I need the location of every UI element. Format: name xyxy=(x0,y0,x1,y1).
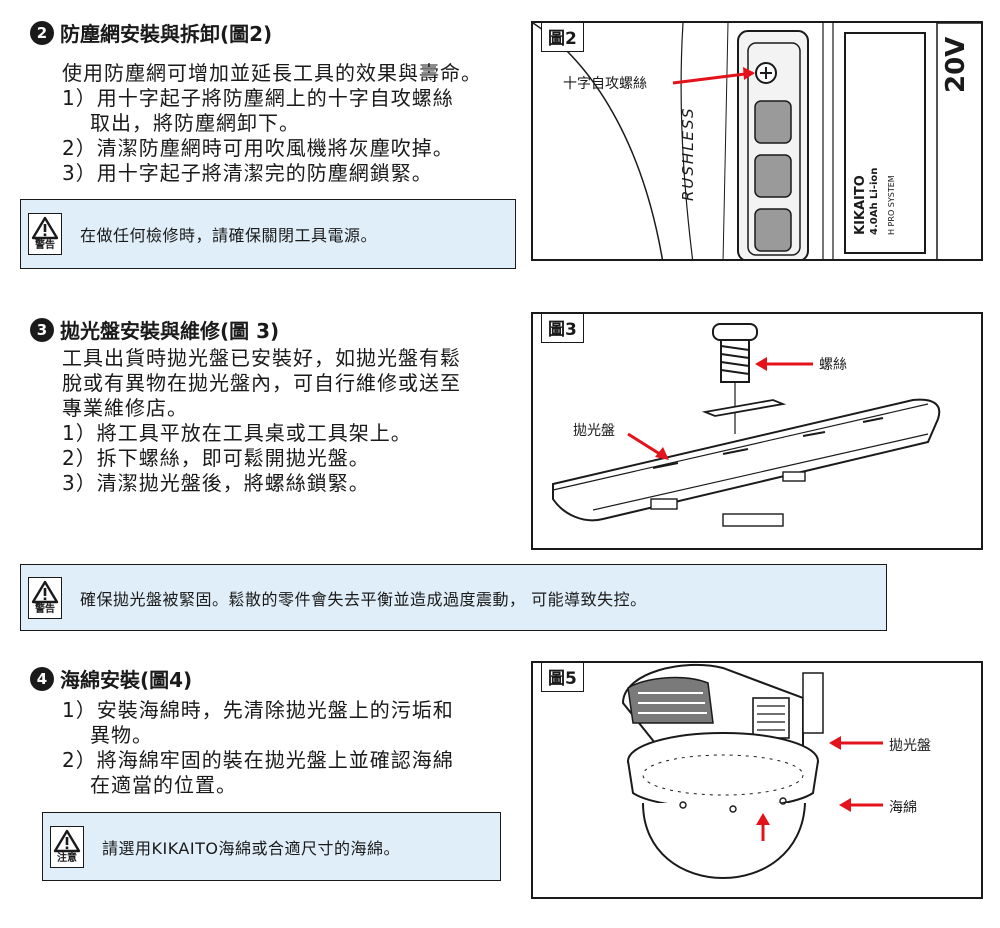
step-number-badge: 2 xyxy=(30,20,54,45)
section-2-title: 防塵網安裝與拆卸(圖2) xyxy=(60,22,273,46)
section-2-line: 2）清潔防塵網時可用吹風機將灰塵吹掉。 xyxy=(62,136,454,160)
section-4-line: 1）安裝海綿時，先清除拋光盤上的污垢和 xyxy=(62,698,454,722)
figure-5-tag: 圖5 xyxy=(541,663,584,692)
figure-2-model-text: RUSHLESS xyxy=(679,106,697,201)
warning-box: 警告 在做任何檢修時，請確保關閉工具電源。 xyxy=(20,199,516,269)
section-4-body: 1）安裝海綿時，先清除拋光盤上的污垢和 異物。 2）將海綿牢固的裝在拋光盤上並確… xyxy=(62,698,454,798)
figure-3-screw-label: 螺絲 xyxy=(819,357,847,373)
figure-2: 圖2 RUSHLESS KIKAITO 4.0Ah Li-ion H PRO S… xyxy=(531,21,983,261)
figure-3-illustration xyxy=(552,323,941,527)
section-3-line: 工具出貨時拋光盤已安裝好，如拋光盤有鬆 xyxy=(62,346,461,370)
section-2-line: 取出，將防塵網卸下。 xyxy=(90,111,300,135)
section-3-line: 脫或有異物在拋光盤內，可自行維修或送至 xyxy=(62,371,461,395)
section-2-line: 使用防塵網可增加並延長工具的效果與壽命。 xyxy=(62,61,482,85)
section-4-line: 在適當的位置。 xyxy=(90,773,237,797)
figure-3-pad-label: 拋光盤 xyxy=(573,423,615,439)
section-3-heading: 3 拋光盤安裝與維修(圖 3) xyxy=(30,315,279,344)
warning-text: 在做任何檢修時，請確保關閉工具電源。 xyxy=(80,226,378,245)
figure-2-brand-text: KIKAITO xyxy=(853,175,868,235)
figure-2-system-text: H PRO SYSTEM xyxy=(887,175,896,235)
section-3-line: 2）拆下螺絲，即可鬆開拋光盤。 xyxy=(62,446,370,470)
section-2-line: 1）用十字起子將防塵網上的十字自攻螺絲 xyxy=(62,86,454,110)
caution-box: 注意 請選用KIKAITO海綿或合適尺寸的海綿。 xyxy=(42,812,501,881)
figure-3-tag: 圖3 xyxy=(541,314,584,343)
section-3-line: 1）將工具平放在工具桌或工具架上。 xyxy=(62,421,412,445)
section-2-heading: 2 防塵網安裝與拆卸(圖2) xyxy=(30,18,272,47)
section-3-line: 專業維修店。 xyxy=(62,396,188,420)
section-4-line: 2）將海綿牢固的裝在拋光盤上並確認海綿 xyxy=(62,748,454,772)
warning-box-wide: 警告 確保拋光盤被緊固。鬆散的零件會失去平衡並造成過度震動， 可能導致失控。 xyxy=(20,564,887,631)
figure-5-sponge-label: 海綿 xyxy=(889,800,917,816)
figure-2-screw-callout: 十字自攻螺絲 xyxy=(563,76,647,92)
section-3-line: 3）清潔拋光盤後，將螺絲鎖緊。 xyxy=(62,471,370,495)
warning-label: 警告 xyxy=(35,240,55,251)
figure-5-illustration xyxy=(621,664,883,880)
caution-text: 請選用KIKAITO海綿或合適尺寸的海綿。 xyxy=(102,838,400,858)
warning-label: 警告 xyxy=(35,603,55,615)
figure-5-pad-label: 拋光盤 xyxy=(889,738,931,754)
warning-triangle-icon: 注意 xyxy=(50,825,84,868)
figure-2-tag: 圖2 xyxy=(541,23,584,52)
section-4-line: 異物。 xyxy=(90,723,153,747)
section-3-title: 拋光盤安裝與維修(圖 3) xyxy=(60,319,280,343)
warning-triangle-icon: 警告 xyxy=(28,213,62,255)
warning-triangle-icon: 警告 xyxy=(28,576,62,619)
step-number-badge: 3 xyxy=(30,317,54,342)
caution-label: 注意 xyxy=(57,852,77,864)
section-4-title: 海綿安裝(圖4) xyxy=(60,668,193,692)
figure-2-battery-text: 4.0Ah Li-ion xyxy=(869,167,880,235)
section-4-heading: 4 海綿安裝(圖4) xyxy=(30,664,192,693)
figure-3: 圖3 螺絲 拋光盤 xyxy=(531,312,983,550)
warning-text: 確保拋光盤被緊固。鬆散的零件會失去平衡並造成過度震動， 可能導致失控。 xyxy=(80,589,647,609)
section-2-body: 使用防塵網可增加並延長工具的效果與壽命。 1）用十字起子將防塵網上的十字自攻螺絲… xyxy=(62,61,482,186)
section-3-body: 工具出貨時拋光盤已安裝好，如拋光盤有鬆 脫或有異物在拋光盤內，可自行維修或送至 … xyxy=(62,346,461,496)
section-2-line: 3）用十字起子將清潔完的防塵網鎖緊。 xyxy=(62,161,433,185)
figure-2-voltage-text: 20V xyxy=(941,36,971,93)
figure-2-illustration xyxy=(533,23,981,259)
step-number-badge: 4 xyxy=(30,666,54,691)
figure-5: 圖5 拋光盤 海綿 xyxy=(531,661,983,899)
